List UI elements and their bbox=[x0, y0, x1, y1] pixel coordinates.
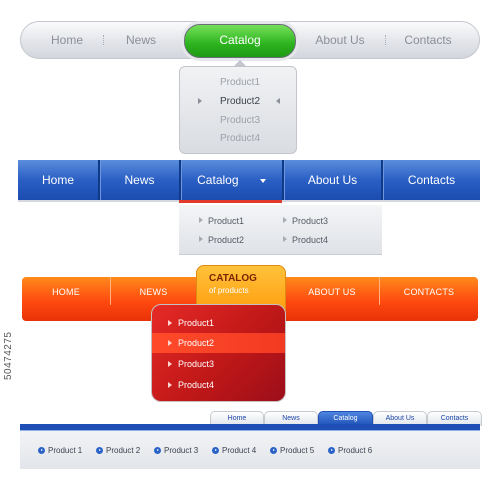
nav2-product3-label: Product3 bbox=[292, 216, 329, 226]
nav3-dropdown: Product1 Product2 Product3 Product4 bbox=[151, 304, 286, 402]
nav4-tab-news[interactable]: News bbox=[264, 411, 318, 426]
nav1-catalog-active[interactable]: Catalog bbox=[184, 24, 296, 58]
nav1-news[interactable]: News bbox=[125, 33, 156, 47]
nav3-home[interactable]: HOME bbox=[52, 287, 80, 297]
nav4-tab-contacts[interactable]: Contacts bbox=[427, 411, 482, 426]
nav4-product-2[interactable]: Product 2 bbox=[96, 446, 140, 455]
nav4-tab-about[interactable]: About Us bbox=[373, 411, 427, 426]
nav1-about[interactable]: About Us bbox=[315, 33, 365, 47]
nav1-product1[interactable]: Product1 bbox=[220, 77, 261, 88]
nav3-separator bbox=[379, 277, 380, 305]
nav1-dropdown: Product1 Product2 Product3 Product4 bbox=[179, 60, 297, 154]
nav4-product-2-label: Product 2 bbox=[106, 446, 141, 455]
arrow-right-icon bbox=[168, 382, 172, 388]
nav3-catalog-subtitle: of products bbox=[209, 286, 249, 295]
nav3-news[interactable]: NEWS bbox=[139, 287, 168, 297]
nav1-separator bbox=[385, 35, 388, 45]
circle-arrow-icon bbox=[328, 447, 335, 454]
nav1-product4[interactable]: Product4 bbox=[220, 133, 261, 144]
nav2-dropdown: Product1 Product3 Product2 Product4 bbox=[179, 205, 382, 255]
nav3-separator bbox=[110, 277, 111, 305]
nav4-product-3-label: Product 3 bbox=[164, 446, 199, 455]
silver-menu-bar: Home News Catalog About Us Contacts bbox=[20, 21, 480, 59]
nav3-product3-label: Product3 bbox=[178, 359, 215, 369]
nav2-separator bbox=[282, 160, 285, 200]
circle-arrow-icon bbox=[38, 447, 45, 454]
circle-arrow-icon bbox=[212, 447, 219, 454]
nav2-product1-label: Product1 bbox=[208, 216, 245, 226]
nav4-bar-highlight bbox=[20, 430, 480, 431]
nav4-product-4[interactable]: Product 4 bbox=[212, 446, 256, 455]
arrow-left-icon bbox=[276, 98, 280, 104]
nav4-product-6[interactable]: Product 6 bbox=[328, 446, 372, 455]
nav3-product1[interactable]: Product1 bbox=[152, 313, 285, 333]
circle-arrow-icon bbox=[270, 447, 277, 454]
nav2-active-underline bbox=[179, 200, 282, 203]
nav3-product3[interactable]: Product3 bbox=[152, 354, 285, 374]
nav2-product4-label: Product4 bbox=[292, 235, 329, 245]
nav1-product3[interactable]: Product3 bbox=[220, 115, 261, 126]
nav1-home[interactable]: Home bbox=[50, 33, 83, 47]
nav2-contacts[interactable]: Contacts bbox=[407, 173, 456, 187]
nav2-separator bbox=[381, 160, 384, 200]
blue-menu-bar: Home News Catalog About Us Contacts bbox=[18, 160, 480, 200]
arrow-right-icon bbox=[168, 340, 172, 346]
nav2-product2-label: Product2 bbox=[208, 235, 245, 245]
nav2-home[interactable]: Home bbox=[41, 173, 74, 187]
arrow-right-icon bbox=[168, 320, 172, 326]
nav2-product1[interactable]: Product1 bbox=[199, 216, 244, 226]
nav4-tab-catalog-active[interactable]: Catalog bbox=[318, 411, 373, 426]
nav3-product2-label: Product2 bbox=[178, 338, 215, 348]
nav4-product-5[interactable]: Product 5 bbox=[270, 446, 314, 455]
nav1-contacts[interactable]: Contacts bbox=[404, 33, 452, 47]
nav2-product2[interactable]: Product2 bbox=[199, 235, 244, 245]
arrow-right-icon bbox=[198, 98, 202, 104]
arrow-right-icon bbox=[199, 236, 203, 242]
nav4-bar bbox=[20, 424, 480, 430]
nav3-catalog-active[interactable]: CATALOG of products bbox=[196, 265, 286, 311]
nav2-separator bbox=[98, 160, 101, 200]
arrow-right-icon bbox=[283, 236, 287, 242]
nav1-separator bbox=[103, 35, 106, 45]
nav3-contacts[interactable]: CONTACTS bbox=[403, 287, 455, 297]
circle-arrow-icon bbox=[154, 447, 161, 454]
nav2-about[interactable]: About Us bbox=[307, 173, 358, 187]
nav4-product-1-label: Product 1 bbox=[48, 446, 83, 455]
nav4-tab-home[interactable]: Home bbox=[210, 411, 264, 426]
nav3-product4-label: Product4 bbox=[178, 380, 215, 390]
nav3-catalog-title: CATALOG bbox=[209, 273, 257, 284]
nav4-product-3[interactable]: Product 3 bbox=[154, 446, 198, 455]
nav4-product-1[interactable]: Product 1 bbox=[38, 446, 82, 455]
arrow-right-icon bbox=[199, 217, 203, 223]
nav2-catalog-active[interactable]: Catalog bbox=[181, 160, 282, 200]
nav4-product-4-label: Product 4 bbox=[222, 446, 257, 455]
nav2-separator bbox=[179, 160, 182, 200]
arrow-right-icon bbox=[168, 361, 172, 367]
nav2-news[interactable]: News bbox=[124, 173, 155, 187]
nav2-product4[interactable]: Product4 bbox=[283, 235, 328, 245]
nav2-catalog-label: Catalog bbox=[197, 173, 239, 187]
nav2-product3[interactable]: Product3 bbox=[283, 216, 328, 226]
nav4-product-5-label: Product 5 bbox=[280, 446, 315, 455]
nav1-product2-hover[interactable]: Product2 bbox=[220, 96, 261, 107]
circle-arrow-icon bbox=[96, 447, 103, 454]
arrow-right-icon bbox=[283, 217, 287, 223]
nav3-product1-label: Product1 bbox=[178, 318, 215, 328]
side-code: 50474275 bbox=[3, 331, 14, 381]
caret-down-icon bbox=[259, 179, 266, 183]
nav3-product2-hover[interactable]: Product2 bbox=[152, 333, 285, 353]
nav3-product4[interactable]: Product4 bbox=[152, 375, 285, 395]
nav4-product-6-label: Product 6 bbox=[338, 446, 373, 455]
nav3-about[interactable]: ABOUT US bbox=[308, 287, 356, 297]
